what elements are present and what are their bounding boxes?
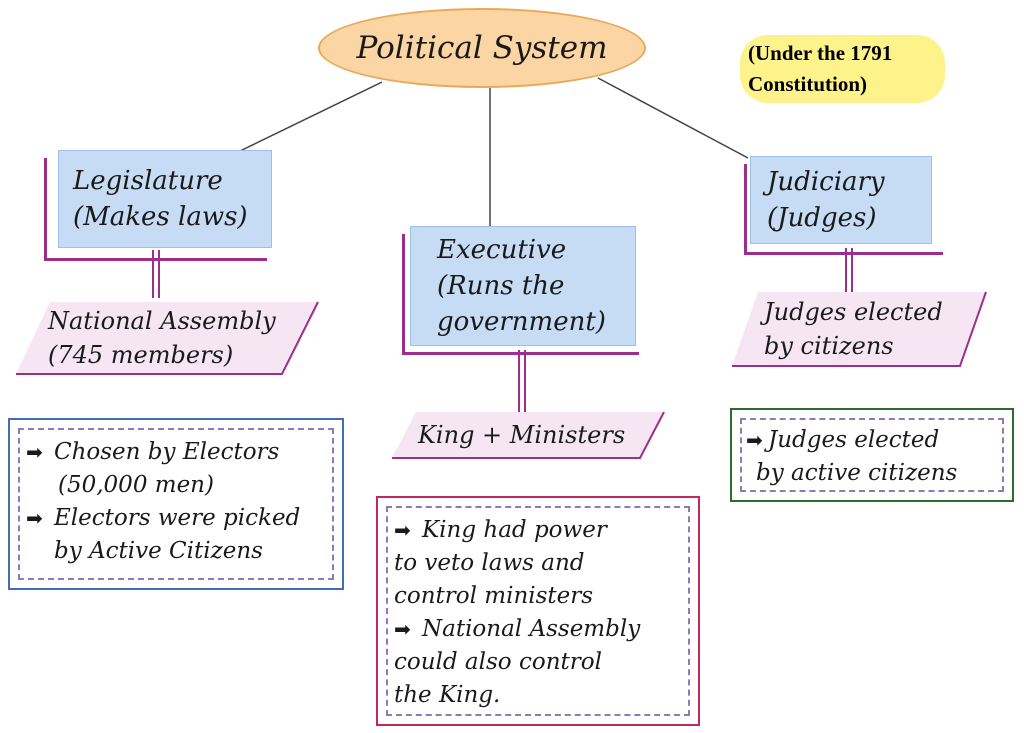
legislature-line-1: Legislature	[73, 166, 223, 196]
judiciary-bullet-1-line-2: by active citizens	[756, 460, 958, 486]
king-ministers-shape	[392, 411, 665, 459]
legislature-shadow	[44, 158, 267, 261]
legislature-line-2: (Makes laws)	[73, 202, 248, 232]
legislature-bullet-2-line-2: by Active Citizens	[54, 538, 263, 564]
judges-elected-node: Judges elected by citizens	[730, 290, 988, 368]
national-assembly-shape	[16, 301, 319, 375]
judiciary-shadow	[744, 164, 943, 255]
legislature-bullet-1: ➡ Chosen by Electors (50,000 men)	[26, 436, 326, 502]
executive-bullet-1-line-3: control ministers	[394, 583, 594, 609]
executive-bullet-2-line-1: National Assembly	[422, 616, 641, 642]
arrow-icon: ➡	[394, 518, 411, 542]
executive-line-2: (Runs the	[437, 271, 565, 301]
judiciary-details: ➡ Judges elected by active citizens	[730, 408, 1014, 502]
executive-bullet-2-line-2: could also control	[394, 649, 602, 675]
note-line-1: (Under the 1791	[748, 41, 893, 65]
executive-node: Executive (Runs the government)	[410, 226, 636, 346]
executive-shadow	[402, 234, 639, 355]
judiciary-line-1: Judiciary	[767, 167, 885, 197]
executive-details: ➡ King had power to veto laws and contro…	[376, 496, 700, 726]
legislature-bullet-2-line-1: Electors were picked	[54, 505, 301, 531]
judges-elected-line-2: by citizens	[764, 332, 894, 360]
judges-elected-line-1: Judges elected	[764, 298, 943, 326]
judiciary-node: Judiciary (Judges)	[750, 156, 932, 244]
arrow-icon: ➡	[746, 428, 763, 452]
executive-line-1: Executive	[437, 235, 567, 265]
executive-bullet-1: ➡ King had power to veto laws and contro…	[394, 514, 682, 613]
arrow-icon: ➡	[26, 440, 43, 464]
arrow-icon: ➡	[394, 617, 411, 641]
arrow-icon: ➡	[26, 506, 43, 530]
note-line-2: Constitution)	[748, 72, 868, 96]
executive-bullet-2: ➡ National Assembly could also control t…	[394, 613, 682, 712]
legislature-node: Legislature (Makes laws)	[58, 150, 272, 248]
king-ministers-line-1: King + Ministers	[418, 421, 626, 449]
judiciary-bullet-1: ➡ Judges elected by active citizens	[746, 424, 998, 490]
executive-bullet-1-line-2: to veto laws and	[394, 550, 585, 576]
executive-bullet-2-line-3: the King.	[394, 682, 501, 708]
title-text: Political System	[356, 30, 608, 66]
national-assembly-node: National Assembly (745 members)	[14, 300, 320, 376]
national-assembly-line-1: National Assembly	[48, 307, 276, 335]
national-assembly-line-2: (745 members)	[48, 341, 234, 369]
legislature-details: ➡ Chosen by Electors (50,000 men) ➡ Elec…	[8, 418, 344, 590]
king-ministers-node: King + Ministers	[390, 410, 666, 460]
legislature-bullet-1-line-2: (50,000 men)	[58, 472, 214, 498]
legislature-bullet-1-line-1: Chosen by Electors	[54, 439, 280, 465]
judges-elected-shape	[732, 291, 987, 367]
judiciary-bullet-1-line-1: Judges elected	[768, 427, 940, 453]
executive-bullet-1-line-1: King had power	[422, 517, 607, 543]
constitution-note: (Under the 1791 Constitution)	[740, 35, 945, 103]
legislature-bullet-2: ➡ Electors were picked by Active Citizen…	[26, 502, 326, 568]
judiciary-line-2: (Judges)	[767, 203, 877, 233]
title-node: Political System	[318, 8, 646, 88]
executive-line-3: government)	[437, 307, 606, 337]
